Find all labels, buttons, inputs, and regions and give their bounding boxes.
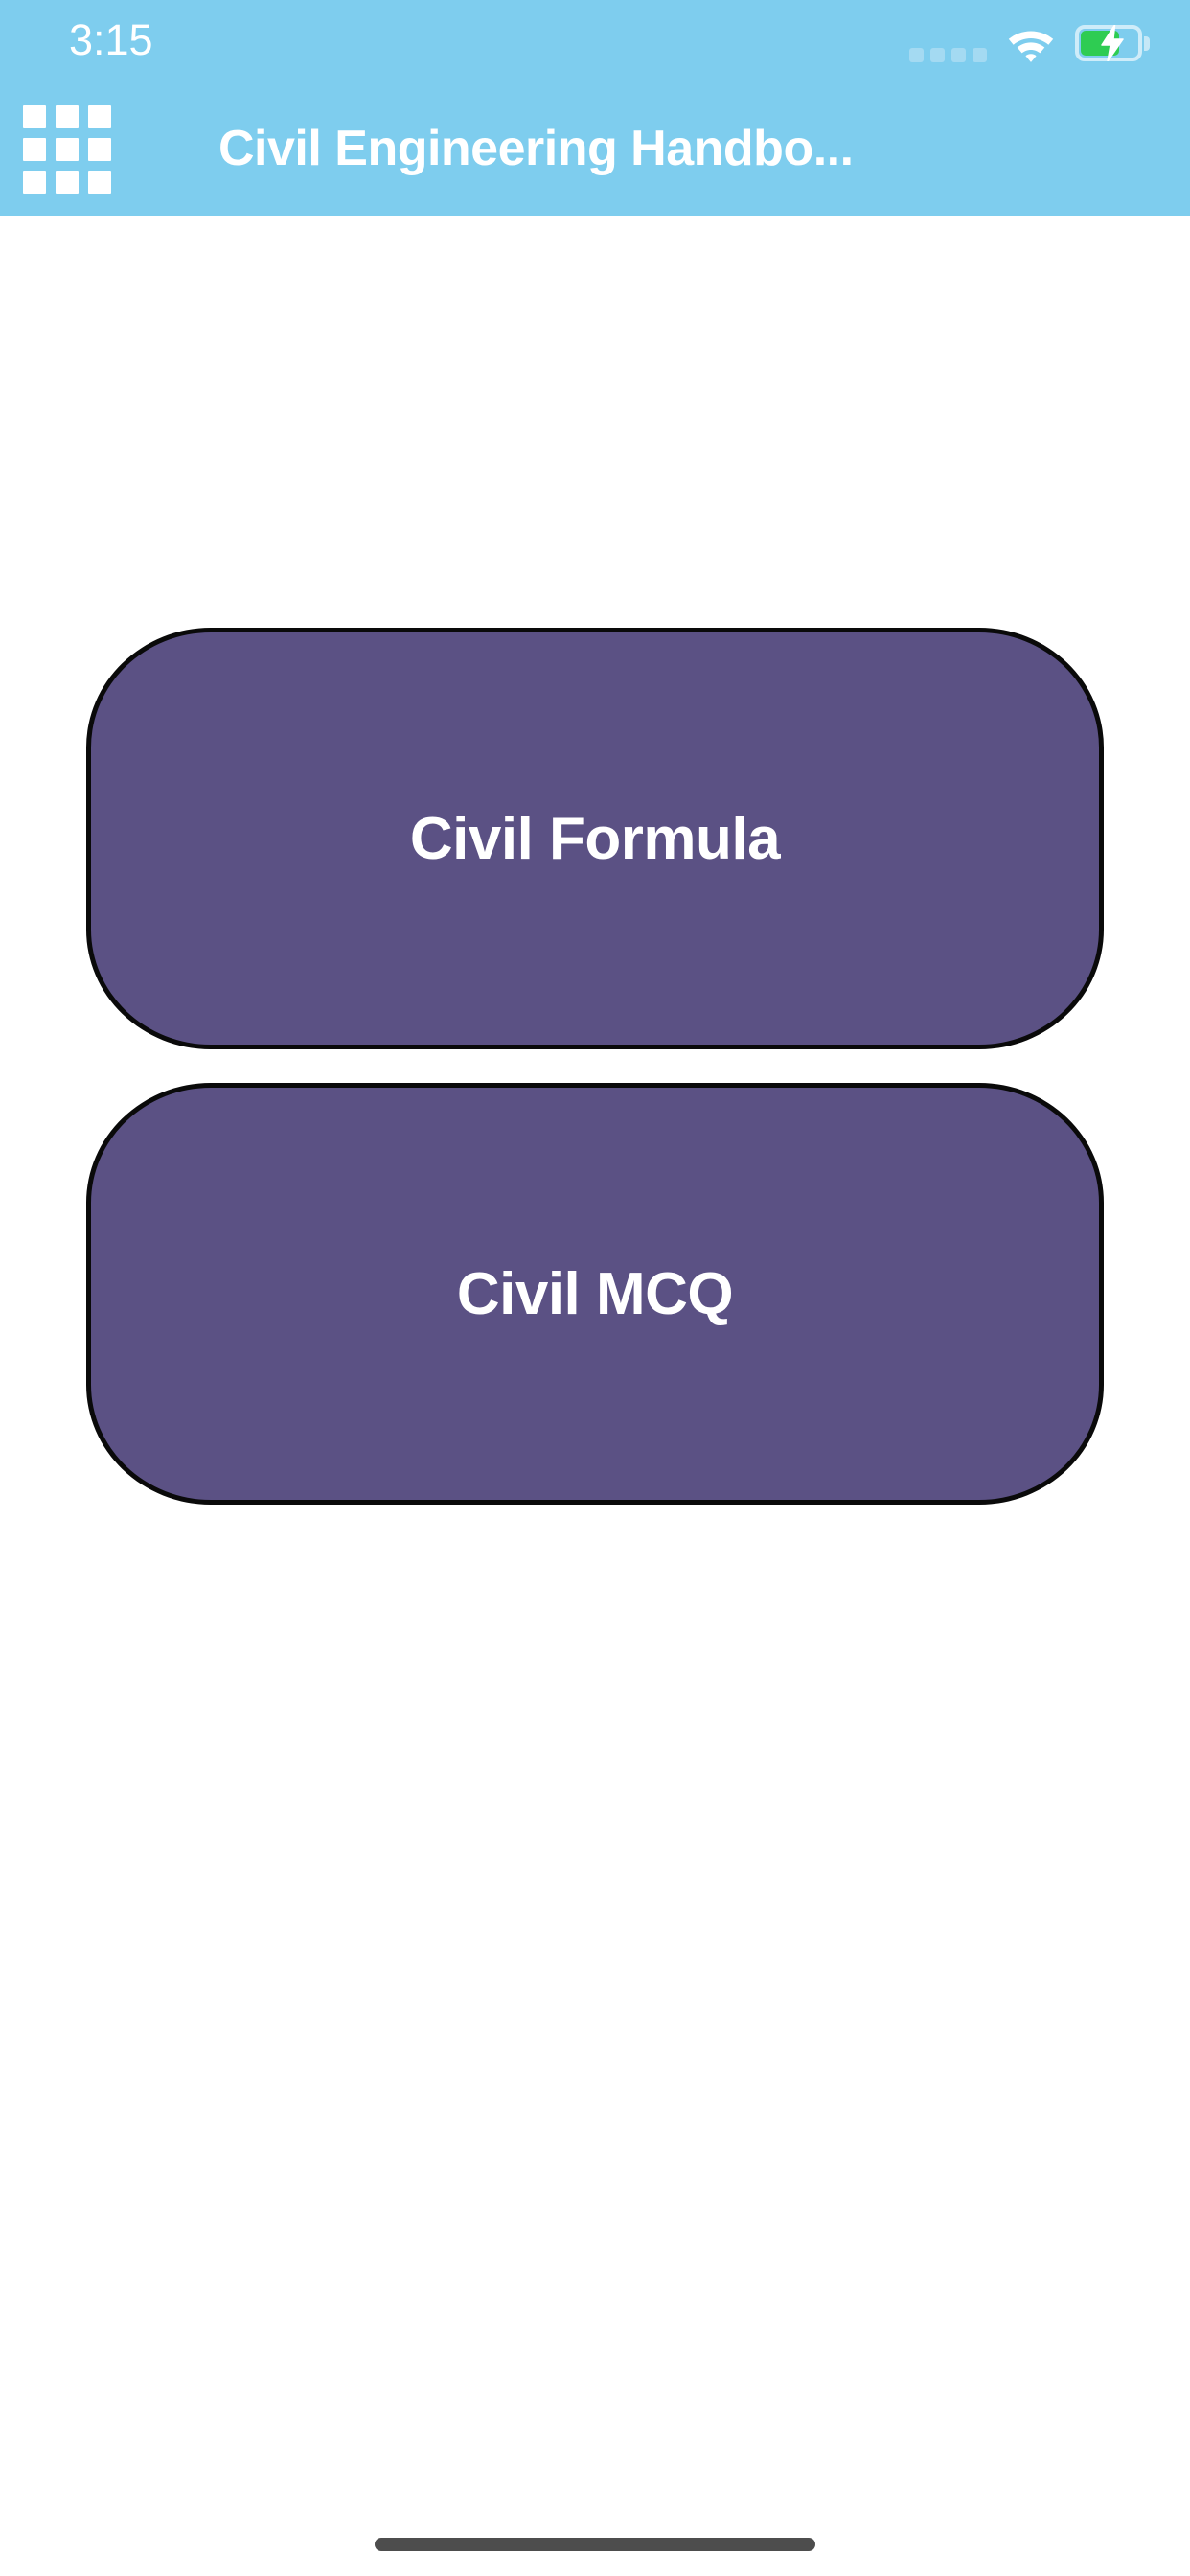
signal-dots-icon	[909, 18, 987, 69]
grid-cell	[88, 138, 111, 161]
grid-cell	[23, 105, 46, 128]
civil-mcq-button-label: Civil MCQ	[456, 1260, 734, 1327]
signal-dot	[973, 47, 987, 62]
civil-formula-button-label: Civil Formula	[409, 805, 781, 872]
grid-menu-icon[interactable]	[23, 105, 111, 194]
wifi-icon	[1006, 24, 1056, 62]
status-bar-time: 3:15	[69, 15, 153, 64]
grid-cell	[23, 171, 46, 194]
grid-cell	[56, 171, 79, 194]
status-bar-indicators	[909, 21, 1150, 65]
main-content: Civil Formula Civil MCQ	[0, 216, 1190, 2576]
grid-cell	[56, 105, 79, 128]
battery-bolt-icon	[1100, 24, 1125, 62]
grid-cell	[88, 105, 111, 128]
app-bar: 3:15	[0, 0, 1190, 216]
signal-dot	[951, 47, 966, 62]
battery-cap	[1144, 36, 1150, 51]
nav-row: Civil Engineering Handbo...	[0, 82, 1190, 216]
page-title: Civil Engineering Handbo...	[218, 121, 854, 176]
civil-mcq-button[interactable]: Civil MCQ	[86, 1083, 1104, 1505]
grid-cell	[56, 138, 79, 161]
signal-dot	[930, 47, 945, 62]
signal-dot	[909, 47, 924, 62]
grid-cell	[23, 138, 46, 161]
battery-charging-icon	[1075, 24, 1150, 62]
grid-cell	[88, 171, 111, 194]
civil-formula-button[interactable]: Civil Formula	[86, 628, 1104, 1049]
home-indicator[interactable]	[375, 2538, 815, 2551]
status-bar: 3:15	[0, 0, 1190, 82]
